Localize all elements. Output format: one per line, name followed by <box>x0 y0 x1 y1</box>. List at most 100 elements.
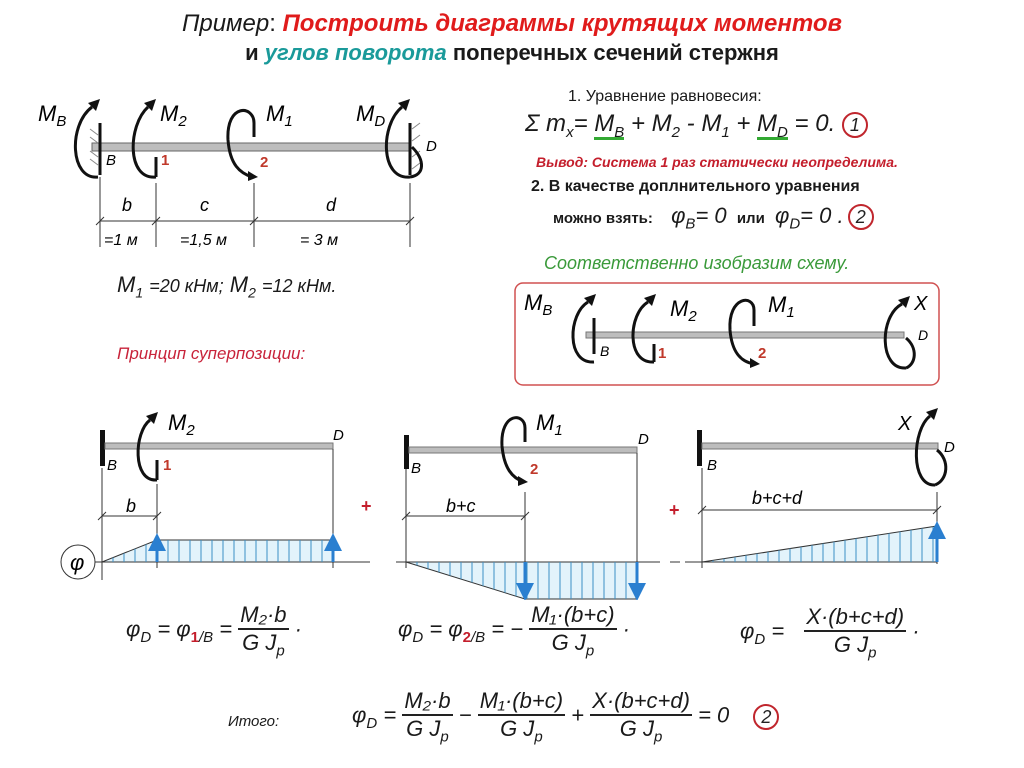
len-b: =1 м <box>104 232 138 249</box>
panel-2-point: 2 <box>530 461 538 478</box>
arrowhead-icon <box>398 99 410 111</box>
eq-sign: = <box>573 110 595 137</box>
additional-condition: можно взять: φB= 0 или φD= 0 . 2 <box>553 203 874 232</box>
arrowhead-icon <box>750 358 760 368</box>
panel-1: M2 B 1 D b + <box>95 410 372 580</box>
moment-arrow-m2 <box>131 105 157 179</box>
panel-3-formula: φD = X·(b+c+d)G Jp · <box>740 604 920 662</box>
op-4: = 0. <box>794 110 836 137</box>
panel-1-end: D <box>333 427 344 444</box>
fraction: X·(b+c+d)G Jp <box>804 604 907 662</box>
panel-2-beam <box>408 446 638 454</box>
title-lead: Пример <box>181 10 270 37</box>
arrowhead-icon <box>248 171 258 181</box>
dimension-lines <box>95 177 415 247</box>
panel-1-hatch <box>112 540 323 562</box>
panel-2-start: B <box>411 460 421 477</box>
title-and: и <box>245 40 259 65</box>
term-m2: M2 <box>651 110 680 141</box>
panel-2-formula: φD = φ2/B = − M₁·(b+c)G Jp · <box>398 602 631 660</box>
superposition-diagrams: φ M2 B 1 D b + M1 B 2 D <box>60 408 955 600</box>
given-m2-sub: 2 <box>248 284 256 301</box>
panel-2-dim: b+c <box>446 496 476 516</box>
given-m1: M <box>117 272 136 297</box>
beam <box>91 142 411 152</box>
panel-1-dim: b <box>126 496 136 516</box>
scheme-moment-mb <box>571 300 595 364</box>
scheme-moment-x <box>883 302 907 370</box>
panel-3-moment-label: X <box>897 413 912 435</box>
total-label: Итого: <box>228 713 280 730</box>
op-1: + <box>630 110 645 137</box>
panel-2: M1 B 2 D b+c + <box>396 410 680 600</box>
panel-3-phi-area <box>701 525 938 563</box>
superposition-label: Принцип суперпозиции: <box>117 344 306 363</box>
point-b: B <box>106 152 116 169</box>
panel-3-start: B <box>707 457 717 474</box>
equilibrium-equation: Σ mx= MB + M2 - M1 + MD = 0. 1 <box>525 110 868 141</box>
panel-2-moment-label: M1 <box>536 410 563 439</box>
panel-2-phi-area <box>405 561 638 600</box>
panel-1-moment <box>136 418 158 482</box>
scheme-point-1: 1 <box>658 345 666 362</box>
label-m2: M2 <box>160 101 187 130</box>
phi-b-eq: φB= 0 <box>671 203 727 233</box>
equilibrium-heading: 1. Уравнение равновесия: <box>568 88 762 105</box>
label-mb: MB <box>38 101 66 130</box>
arrowhead-icon <box>518 476 528 486</box>
badge-total-2: 2 <box>753 703 780 730</box>
fraction: X·(b+c+d)G Jp <box>590 688 692 746</box>
point-1: 1 <box>161 152 169 169</box>
op-2: - <box>686 110 695 137</box>
dim-d: d <box>326 195 337 215</box>
panel-3-end: D <box>944 439 955 456</box>
phi-d-eq: φD= 0 . <box>774 203 844 233</box>
given-values: M1 =20 кНм; M2 =12 кНм. <box>117 272 336 300</box>
given-m2-value: =12 кНм. <box>262 276 337 296</box>
title-line-1: Пример: Построить диаграммы крутящих мом… <box>0 10 1024 38</box>
label-md: MD <box>356 101 385 130</box>
moment-arrow-m1 <box>226 109 256 179</box>
conclusion-text: Вывод: Система 1 раз статически неопреде… <box>536 154 898 170</box>
arrowhead-icon <box>144 99 156 111</box>
additional-prefix: можно взять: <box>553 210 653 227</box>
fixed-support-b <box>89 123 102 175</box>
arrowhead-icon <box>644 294 656 306</box>
arrowhead-icon <box>88 99 100 111</box>
panel-3-dim: b+c+d <box>752 488 803 508</box>
dim-b: b <box>122 195 132 215</box>
badge-eq-1: 1 <box>841 112 868 138</box>
panel-3-support <box>697 430 702 466</box>
sum-sub: x <box>566 123 574 141</box>
panel-3-moment <box>914 414 936 487</box>
scheme-box: MB M2 M1 X B 1 2 D <box>514 282 940 386</box>
fraction: M₁·(b+c)G Jp <box>529 602 617 660</box>
scheme-label-m2: M2 <box>670 296 697 325</box>
scheme-moment-m1 <box>728 299 756 366</box>
scheme-label-m1: M1 <box>768 292 795 321</box>
or-word: или <box>736 210 765 227</box>
fraction: M₁·(b+c)G Jp <box>477 688 566 746</box>
panel-3-beam <box>701 442 939 450</box>
scheme-label-mb: MB <box>524 290 552 319</box>
main-beam-diagram: MB M2 M1 MD B 1 2 D b c d =1 м =1,5 м = … <box>38 99 437 249</box>
panel-2-moment <box>500 416 527 484</box>
phi-symbol: φ <box>70 550 84 575</box>
sum-symbol: Σ m <box>525 110 567 137</box>
scheme-point-d: D <box>918 327 928 343</box>
op-3: + <box>736 110 751 137</box>
panel-1-phi-area <box>101 539 334 563</box>
term-md: MD <box>757 110 788 141</box>
panel-1-start: B <box>107 457 117 474</box>
term-mb: MB <box>594 110 625 141</box>
given-m2: M <box>229 272 249 297</box>
title-teal-part: углов поворота <box>264 40 447 65</box>
len-c: =1,5 м <box>180 232 227 249</box>
dim-c: c <box>200 195 209 215</box>
scheme-point-2: 2 <box>758 345 766 362</box>
scheme-label-x: X <box>913 293 928 315</box>
term-m1: M1 <box>701 110 730 141</box>
